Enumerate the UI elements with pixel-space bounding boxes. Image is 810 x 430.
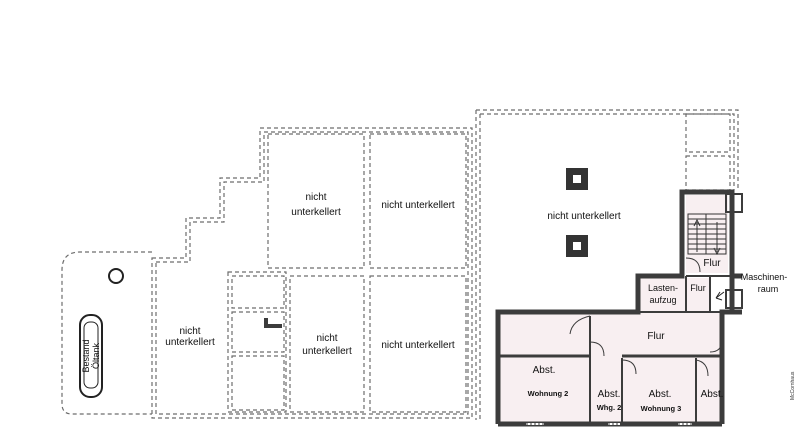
label-flur-small: Flur — [690, 283, 706, 293]
label-nicht-unterkellert-1: nicht unterkellert — [381, 200, 455, 211]
label-nicht-1: nicht — [305, 192, 326, 203]
label-flur-stair: Flur — [703, 258, 721, 269]
label-unterkellert-2: unterkellert — [165, 337, 215, 348]
label-wohnung-2: Wohnung 2 — [528, 389, 569, 398]
label-maschinenraum-1: Maschinen- — [741, 272, 788, 282]
label-nicht-unterkellert-3: nicht unterkellert — [547, 211, 621, 222]
label-bestand: Bestand — [81, 339, 91, 372]
label-unterkellert-3: unterkellert — [302, 346, 352, 357]
dashed-outlines — [61, 109, 739, 420]
label-nicht-unterkellert-2: nicht unterkellert — [381, 340, 455, 351]
label-lastenaufzug-2: aufzug — [649, 295, 676, 305]
label-abst-3: Abst. — [649, 389, 672, 400]
oil-tank — [79, 268, 124, 398]
label-lastenaufzug-1: Lasten- — [648, 283, 678, 293]
credit-text: McCornhaus — [790, 371, 796, 400]
label-nicht-3: nicht — [316, 333, 337, 344]
label-whg-2: Whg. 2 — [597, 403, 622, 412]
label-abst-4: Abst. — [701, 389, 724, 400]
walls — [495, 189, 743, 427]
label-nicht-2: nicht — [179, 326, 200, 337]
columns — [566, 168, 588, 257]
label-oeltank: Öltank — [91, 342, 101, 369]
label-wohnung-3: Wohnung 3 — [641, 404, 682, 413]
label-maschinenraum-2: raum — [758, 284, 779, 294]
stairs — [687, 213, 727, 256]
label-abst-2: Abst. — [598, 389, 621, 400]
label-flur-main: Flur — [647, 331, 665, 342]
label-unterkellert-1: unterkellert — [291, 207, 341, 218]
label-abst-1: Abst. — [533, 365, 556, 376]
arrow-icon — [715, 291, 725, 301]
